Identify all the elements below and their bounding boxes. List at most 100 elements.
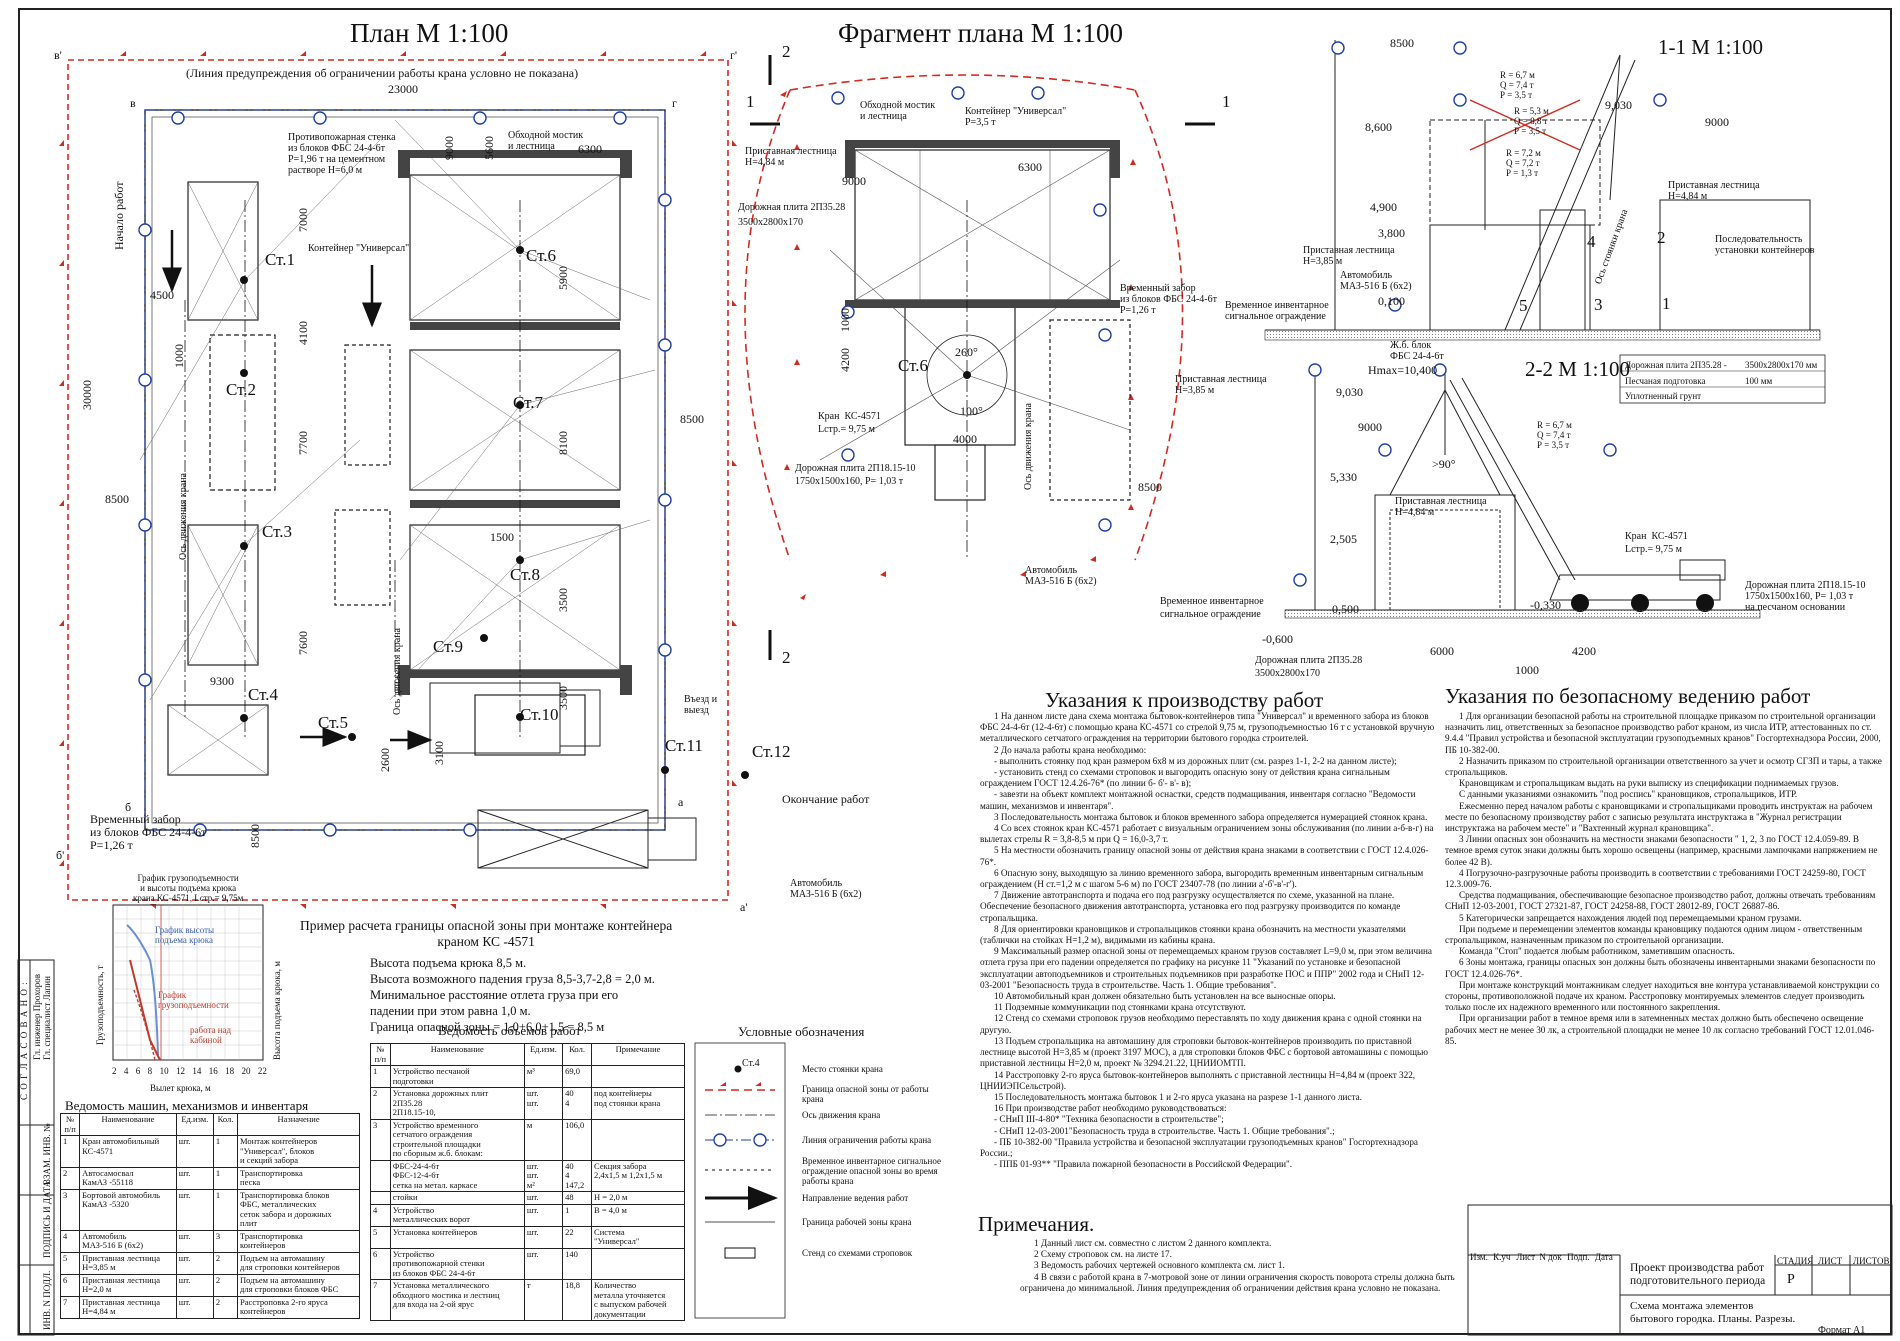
sheet-frame xyxy=(18,8,1892,1335)
safety-title: Указания по безопасному ведению работ xyxy=(1445,684,1811,708)
table-cell: 4 xyxy=(59,1229,81,1253)
table-cell: шт. xyxy=(175,1251,214,1275)
table-cell: Установка металлического обходного мости… xyxy=(389,1279,525,1321)
fragment-cut-1-left: 1 xyxy=(746,92,755,111)
machines-table: № п/п Наименование Ед.изм. Кол. Назначен… xyxy=(59,1113,360,1319)
table-cell: 1 xyxy=(370,1065,391,1088)
table-cell: 48 xyxy=(562,1191,593,1205)
table-cell: 3 xyxy=(59,1188,81,1231)
section11-param-1: R = 6,7 м Q = 7,4 т Р = 3,5 т xyxy=(1500,70,1535,100)
plan-walkways xyxy=(398,150,632,695)
section22-drawing xyxy=(1285,370,1760,611)
table-cell: т xyxy=(523,1279,564,1321)
table-cell: Бортовой автомобиль КамАЗ -5320 xyxy=(79,1188,177,1231)
section11-markers xyxy=(1331,41,1667,312)
section11-legend-2b: 100 мм xyxy=(1745,376,1773,386)
fragment-danger-ticks xyxy=(780,91,1136,600)
table-cell: Устройство песчаной подготовки xyxy=(389,1065,525,1088)
section22-plate2-label: Дорожная плита 2П35.28 3500х2800х170 xyxy=(1255,655,1363,679)
paragraph: С данными указаниями ознакомить "под рос… xyxy=(1459,789,1798,800)
table-cell: 6 xyxy=(370,1247,391,1280)
paragraph: - установить стенд со схемами строповок … xyxy=(980,767,1390,789)
paragraph: 15 Последовательность монтажа бытовок 1 … xyxy=(994,1091,1362,1102)
section11-legend-2a: Песчаная подготовка xyxy=(1625,376,1706,386)
section22-params: R = 6,7 м Q = 7,4 т Р = 3,5 т xyxy=(1537,420,1572,450)
fragment-danger-arc xyxy=(744,74,1184,561)
section22-dim-6000: 6000 xyxy=(1430,644,1454,658)
paragraph: 11 Подземные коммуникации под стоянками … xyxy=(994,1002,1246,1013)
machines-col-header: Назначение xyxy=(237,1113,360,1136)
table-cell: шт. xyxy=(523,1247,564,1280)
table-cell: Приставная лестница Н=2,0 м xyxy=(79,1273,177,1297)
graph-legend-height: График высоты подъема крюка xyxy=(155,925,215,945)
stamp-stage-header: СТАДИЯ xyxy=(1777,1256,1814,1266)
table-cell: Кран автомобильный КС-4571 xyxy=(79,1135,177,1168)
calc-line: Высота возможного падения груза 8,5-3,7-… xyxy=(370,972,655,986)
plan-warning: (Линия предупреждения об ограничении раб… xyxy=(186,66,579,80)
paragraph: При организации работ в темное время или… xyxy=(1445,1013,1875,1046)
graph-legend-capacity: График грузоподъемности xyxy=(158,990,229,1010)
volumes-col-header: Ед.изм. xyxy=(523,1043,564,1066)
table-cell xyxy=(591,1247,685,1280)
fragment-bridge-label: Обходной мостик и лестница xyxy=(860,100,936,122)
section11-title: 1-1 М 1:100 xyxy=(1658,35,1763,59)
plan-title: План М 1:100 xyxy=(350,18,509,48)
plan-axis-label-2: Ось движения крана xyxy=(392,628,403,715)
plan-dim-height: 30000 xyxy=(80,380,94,410)
plan-entry-label: Въезд и выезд xyxy=(684,694,718,716)
table-cell xyxy=(591,1065,685,1088)
plan-dim-4100: 4100 xyxy=(296,321,310,345)
plan-corner-b1: б' xyxy=(56,848,65,862)
section22-dim-m0330: -0,330 xyxy=(1530,598,1561,612)
stamp-format: Формат А1 xyxy=(1818,1325,1866,1336)
plan-corner-v1: в' xyxy=(54,48,62,62)
plan-dim-7600: 7600 xyxy=(296,631,310,655)
table-cell: стойки xyxy=(389,1191,525,1205)
paragraph: 4 В связи с работой крана в 7-мотровой з… xyxy=(1020,1271,1455,1293)
table-cell: Количество металла уточняется с выпуском… xyxy=(591,1279,685,1321)
fragment-ladder-label: Приставная лестница Н=4,84 м xyxy=(745,146,837,168)
paragraph: При монтаже конструкций монтажникам след… xyxy=(1445,979,1880,1013)
plan-temp-fence-label: Временный забор из блоков ФБС 24-4-6т Р=… xyxy=(90,812,207,852)
table-cell: под контейнеры под стоянки крана xyxy=(591,1087,685,1120)
plan-dim-3500: 3500 xyxy=(556,588,570,612)
table-cell: 2 xyxy=(212,1295,239,1319)
section22-plate-label: Дорожная плита 2П18.15-10 1750х1500х160,… xyxy=(1745,580,1866,613)
section22-wheels xyxy=(1571,594,1714,612)
plan-dim-5600: 5600 xyxy=(482,136,496,160)
station-5: Ст.5 xyxy=(318,713,349,732)
section11-dim-8500: 8500 xyxy=(1390,36,1414,50)
table-cell: 1 xyxy=(212,1135,239,1168)
plan-danger-ticks xyxy=(59,51,737,909)
plan-dim-4500: 4500 xyxy=(150,288,174,302)
table-cell: 1 xyxy=(212,1188,239,1231)
table-cell: 2 xyxy=(370,1087,391,1120)
section22-dim-9030: 9,030 xyxy=(1336,385,1363,399)
fragment-walkways xyxy=(845,140,1120,308)
volumes-title: Ведомость объемов работ xyxy=(438,1023,582,1038)
section11-num-2: 2 xyxy=(1657,228,1666,247)
fragment-containers xyxy=(854,149,1131,501)
plan-dim-9000: 9000 xyxy=(442,136,456,160)
machines-title: Ведомость машин, механизмов и инвентаря xyxy=(65,1098,309,1113)
graph-ylabel-right: Высота подъема крюка, м xyxy=(272,961,282,1060)
plan-dim-7700: 7700 xyxy=(296,431,310,455)
graph-cabin-curve xyxy=(133,989,156,1061)
paragraph: - выполнить стоянку под кран размером 6х… xyxy=(994,755,1397,766)
side-cell-1: Гл. инженер Прохоров xyxy=(32,974,42,1060)
fragment-plate-label: Дорожная плита 2П35.28 3500х2800х170 xyxy=(738,202,846,228)
paragraph: 7 Движение автотранспорта и подача его п… xyxy=(980,890,1401,923)
section11-hmax: Hmax=10,400 xyxy=(1368,363,1438,377)
calc-line: Высота подъема крюка 8,5 м. xyxy=(370,956,527,970)
station-2: Ст.2 xyxy=(226,380,257,399)
plan-danger-boundary xyxy=(67,59,729,901)
plan-station-dots xyxy=(240,246,749,779)
fragment-dim-8500: 8500 xyxy=(1138,480,1162,494)
table-cell: 1 xyxy=(562,1203,593,1227)
